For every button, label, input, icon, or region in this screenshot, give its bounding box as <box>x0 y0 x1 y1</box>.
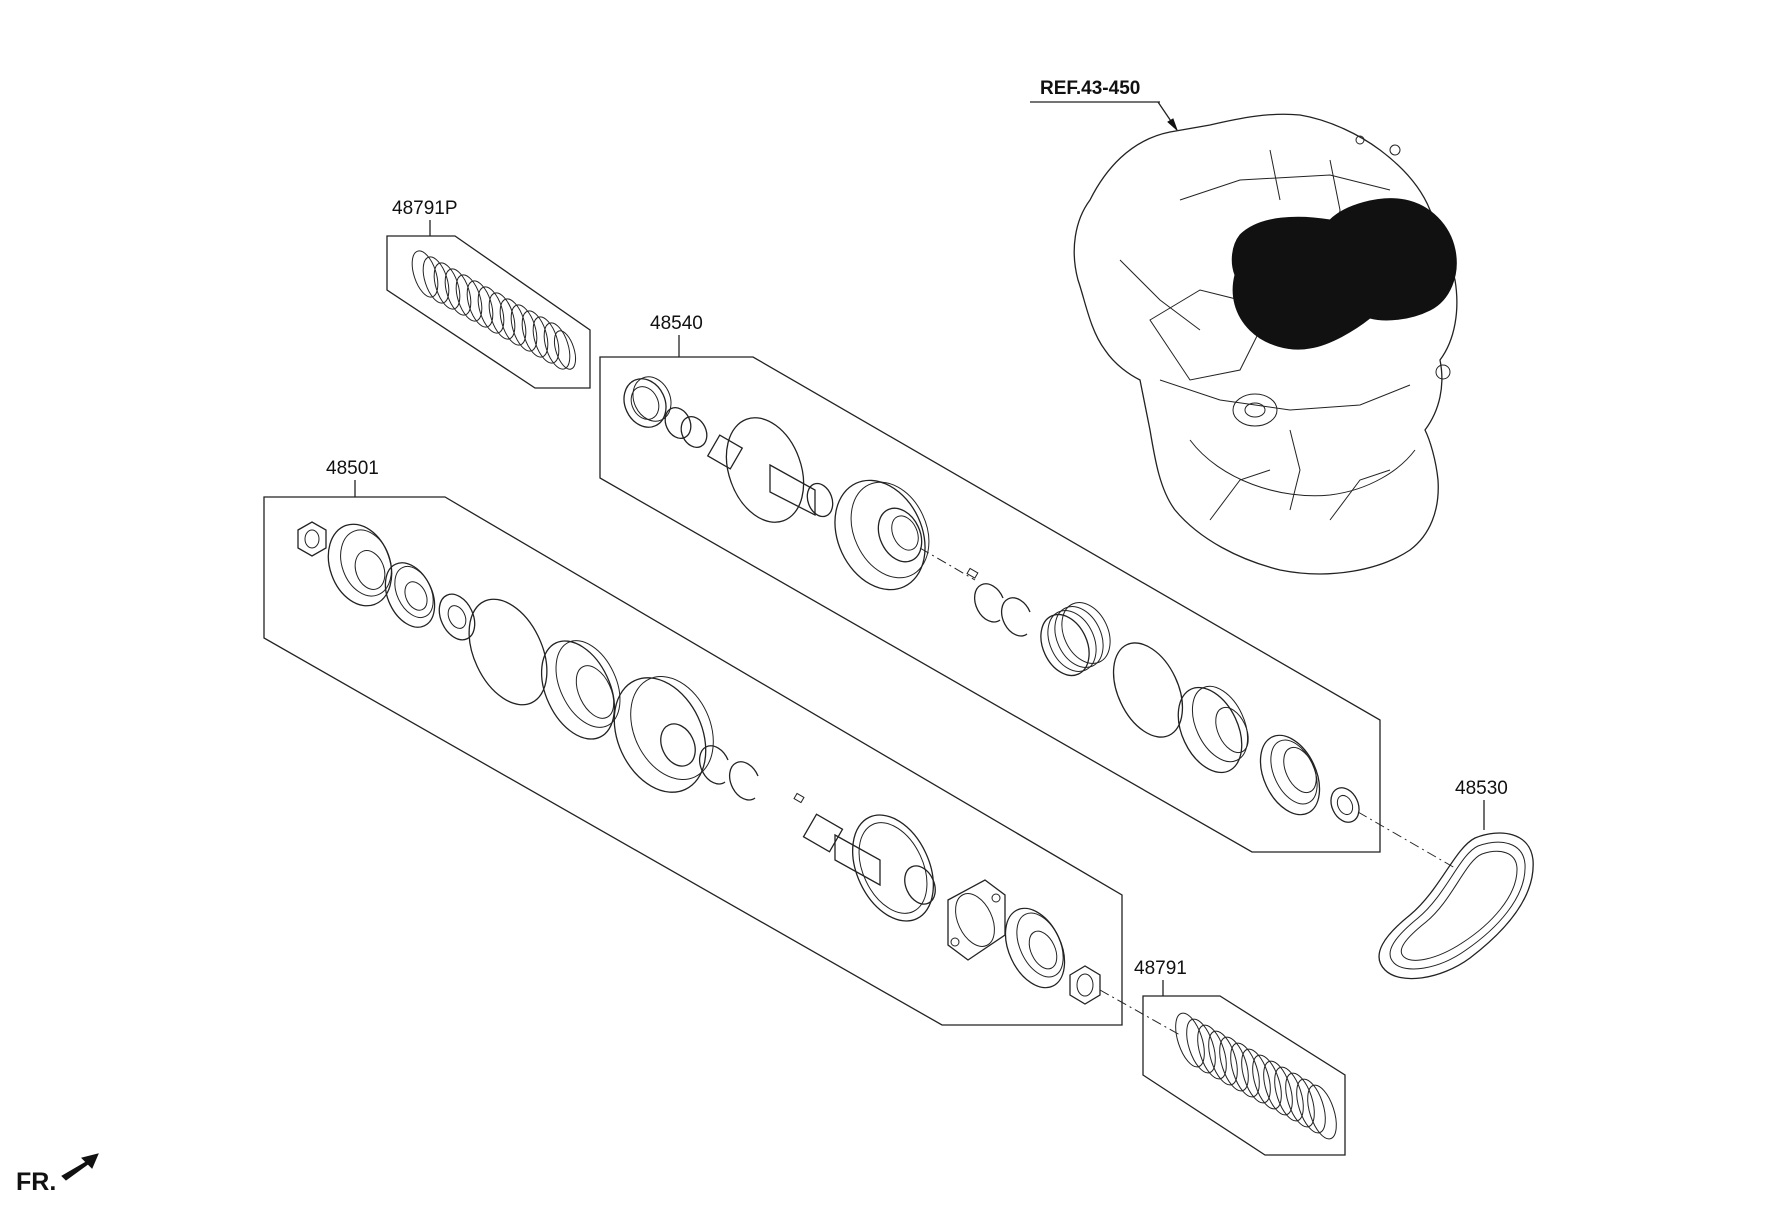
axis-48540-a <box>919 547 976 581</box>
ref-label[interactable]: REF.43-450 <box>1040 78 1141 99</box>
bearing-48501-left <box>384 562 436 628</box>
front-label: FR. <box>16 1168 57 1196</box>
pulley-sheave-48501 <box>613 675 714 793</box>
nut-48501-left <box>297 521 327 557</box>
bearing-48540-right <box>1259 734 1321 816</box>
circlips-48501 <box>698 745 759 801</box>
washer-48501 <box>438 593 476 641</box>
front-arrow-icon <box>61 1153 99 1181</box>
primary-pulley-shaft <box>706 417 834 523</box>
transmission-housing <box>1073 113 1458 575</box>
ref-arrowhead <box>1167 118 1178 131</box>
part-label-48791[interactable]: 48791 <box>1134 958 1187 979</box>
retainer-plate-48501 <box>947 879 1006 961</box>
bearing-48501-right <box>1004 907 1066 989</box>
spring-48791P <box>411 250 577 370</box>
pulley-sheave-48540 <box>834 479 930 591</box>
axis-48501 <box>1099 989 1181 1036</box>
nut-48540 <box>1330 787 1360 823</box>
belt-48530 <box>1378 832 1534 980</box>
snap-rings-48540 <box>664 406 708 449</box>
bearing-48540-left <box>623 376 672 428</box>
cylinder-48540 <box>1177 685 1249 774</box>
part-label-48530[interactable]: 48530 <box>1455 778 1508 799</box>
part-label-48540[interactable]: 48540 <box>650 313 703 334</box>
highlighted-cvt-area <box>1231 198 1457 350</box>
box-48501 <box>263 496 1123 1026</box>
part-label-48791P[interactable]: 48791P <box>392 198 458 219</box>
spring-48791 <box>1175 1012 1337 1140</box>
pin-48540 <box>966 567 979 579</box>
circlips-48540 <box>973 583 1031 637</box>
oring-48501 <box>468 598 548 706</box>
box-48791P <box>386 235 591 389</box>
part-label-48501[interactable]: 48501 <box>326 458 379 479</box>
box-48540 <box>599 356 1381 853</box>
box-48791 <box>1142 995 1346 1156</box>
pin-48501 <box>793 792 805 804</box>
gear-48501 <box>327 523 393 607</box>
nut-48501-right <box>1069 965 1101 1005</box>
piston-spring-48540 <box>1040 602 1111 677</box>
secondary-pulley-shaft <box>802 813 936 922</box>
oring-48540 <box>1112 642 1184 738</box>
axis-48540-b <box>1357 811 1456 869</box>
cylinder-48501 <box>540 640 621 740</box>
